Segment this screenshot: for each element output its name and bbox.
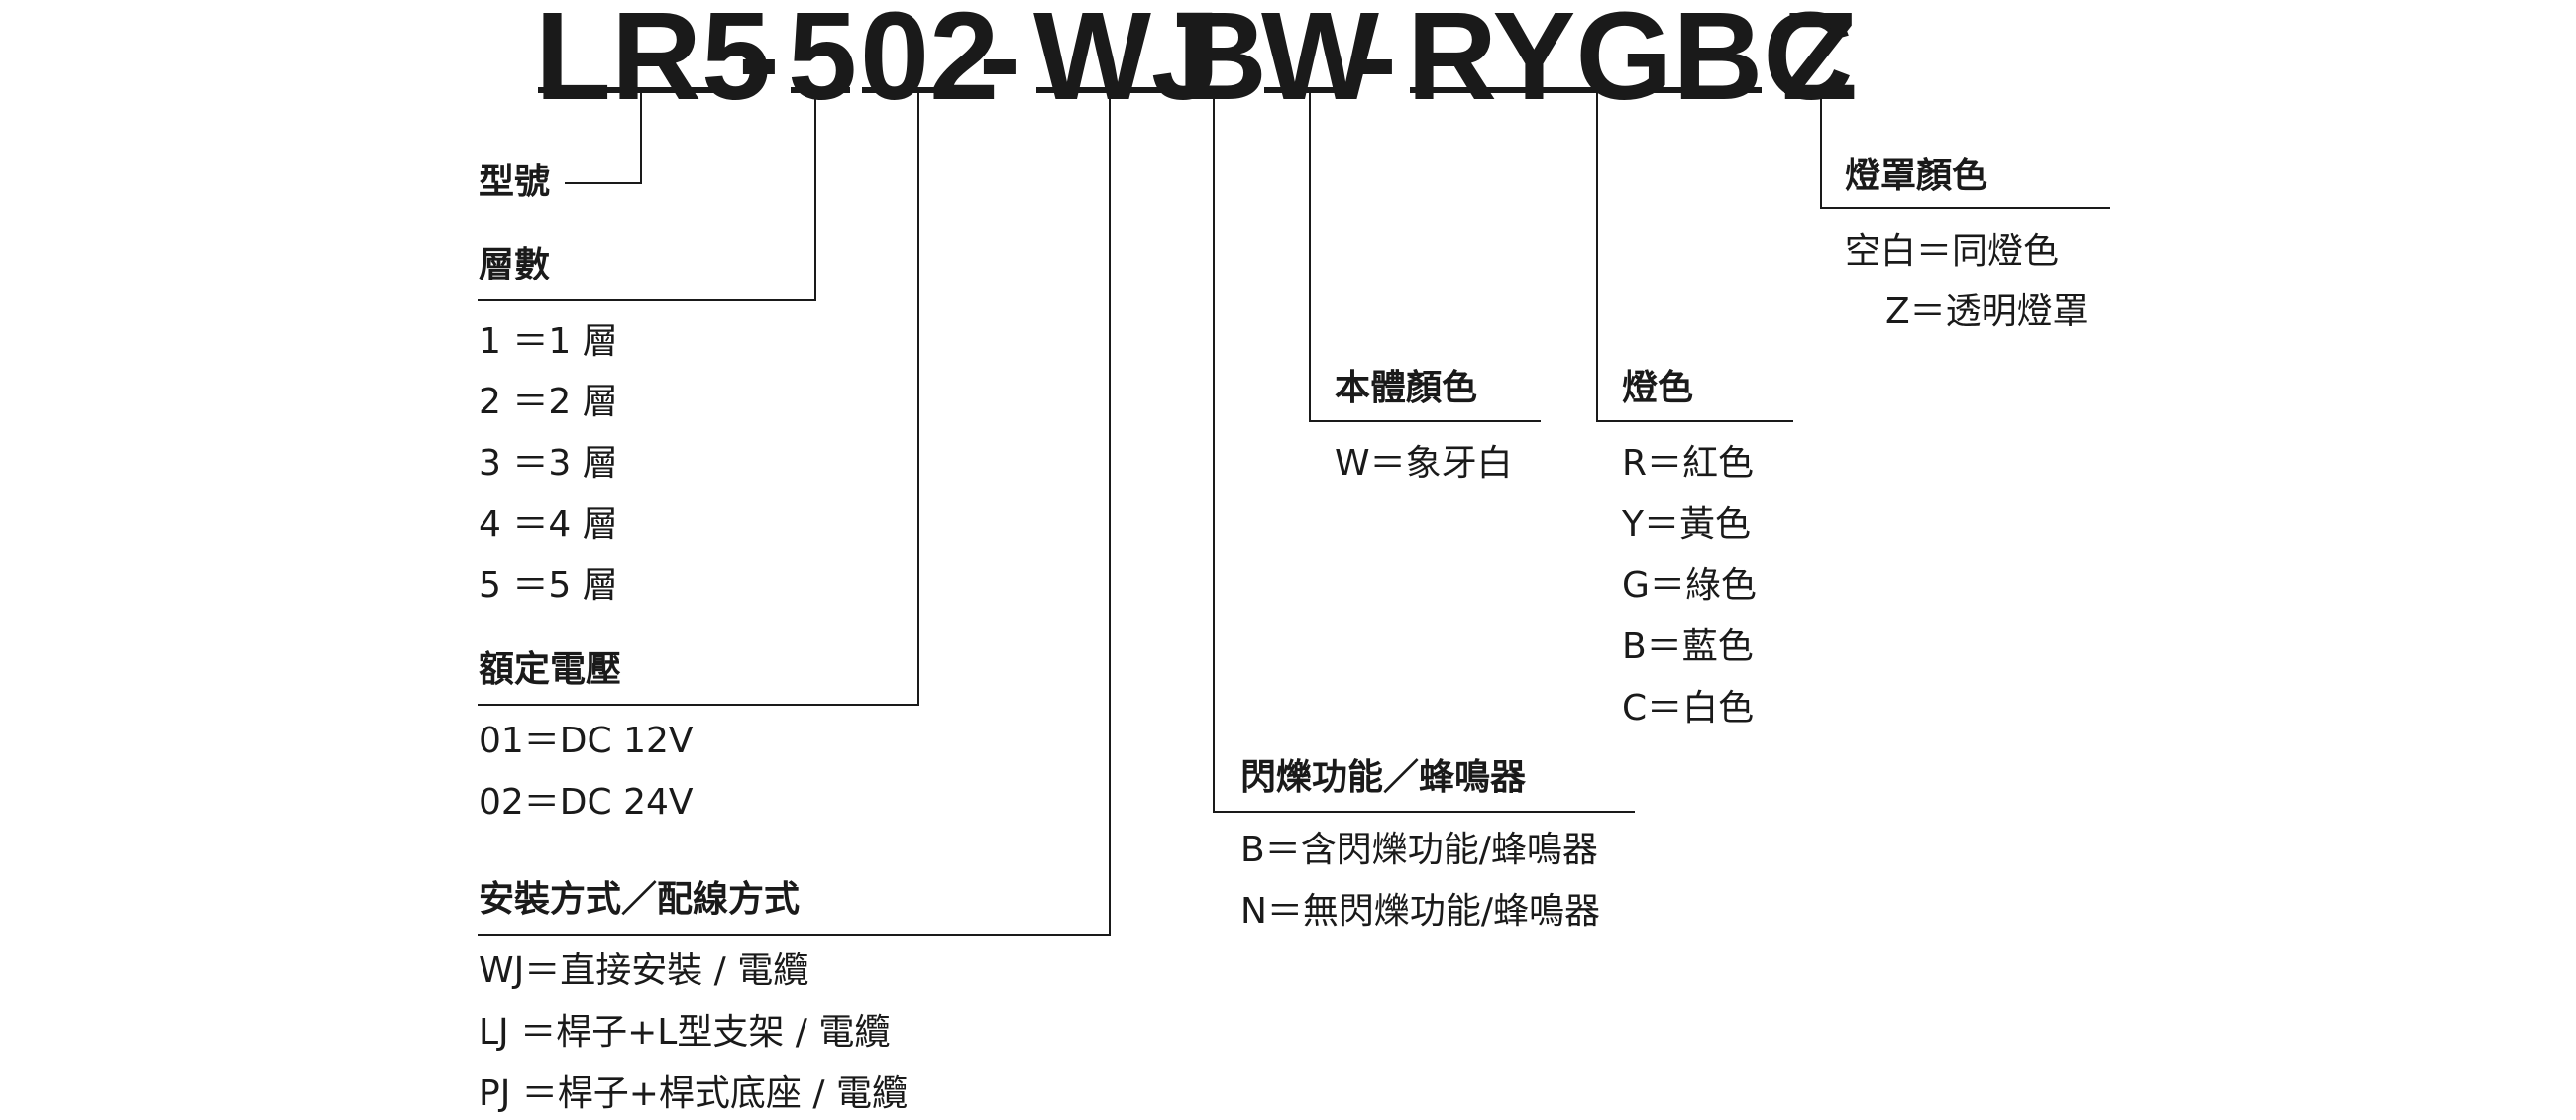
model-heading: 型號 [479,162,551,202]
cover-color-heading: 燈罩顏色 [1845,156,1988,196]
code-dash: - [1355,0,1397,126]
code-part-lamp-color: RYGBC [1407,0,1854,126]
connector-tiers [478,93,816,301]
connector-mounting [478,93,1111,936]
mounting-heading: 安裝方式／配線方式 [479,879,801,920]
tiers-item: 3 ＝3 層 [479,443,618,484]
code-underline [1036,87,1167,93]
connector-cover-color [1820,93,2110,209]
connector-model [565,93,642,184]
code-underline [1264,87,1343,93]
code-part-cover-color: Z [1781,0,1858,126]
cover-color-item: 空白＝同燈色 [1845,231,2060,272]
code-part-flash: B [1177,0,1267,126]
body-color-item: W＝象牙白 [1335,443,1513,484]
lamp-color-item: G＝綠色 [1622,565,1757,606]
code-part-series: LR5 [535,0,772,126]
code-underline [1410,87,1762,93]
mounting-item: WJ＝直接安裝 / 電纜 [479,951,809,991]
connector-voltage [478,93,919,706]
connector-body-color [1309,93,1541,422]
tiers-item: 2 ＝2 層 [479,382,618,422]
cover-color-item: Z＝透明燈罩 [1885,291,2089,332]
code-dash: - [979,0,1020,126]
code-underline [1784,87,1846,93]
flash-item: N＝無閃爍功能/蜂鳴器 [1240,891,1601,932]
code-part-body-color: W [1261,0,1379,126]
lamp-color-item: Y＝黃色 [1622,504,1751,545]
mounting-item: PJ ＝桿子+桿式底座 / 電纜 [479,1073,908,1114]
lamp-color-heading: 燈色 [1622,368,1694,408]
lamp-color-item: R＝紅色 [1622,443,1755,484]
code-part-voltage: 02 [860,0,1000,126]
code-dash: - [738,0,780,126]
voltage-item: 01＝DC 12V [479,721,694,761]
code-part-mounting: WJ [1033,0,1221,126]
voltage-heading: 額定電壓 [479,649,622,690]
connector-lamp-color [1596,93,1793,422]
lamp-color-item: B＝藍色 [1622,626,1754,667]
flash-heading: 閃爍功能／蜂鳴器 [1240,757,1527,798]
mounting-item: LJ ＝桿子+L型支架 / 電纜 [479,1012,891,1053]
code-underline [791,87,850,93]
voltage-item: 02＝DC 24V [479,782,694,823]
code-part-tiers: 5 [788,0,858,126]
tiers-item: 1 ＝1 層 [479,321,618,362]
lamp-color-item: C＝白色 [1622,688,1755,728]
tiers-item: 4 ＝4 層 [479,504,618,545]
code-underline [1180,87,1243,93]
body-color-heading: 本體顏色 [1335,368,1478,408]
connector-flash [1213,93,1635,813]
code-underline [862,87,969,93]
tiers-heading: 層數 [479,245,551,285]
tiers-item: 5 ＝5 層 [479,565,618,606]
code-underline [538,87,721,93]
flash-item: B＝含閃爍功能/蜂鳴器 [1240,830,1598,870]
